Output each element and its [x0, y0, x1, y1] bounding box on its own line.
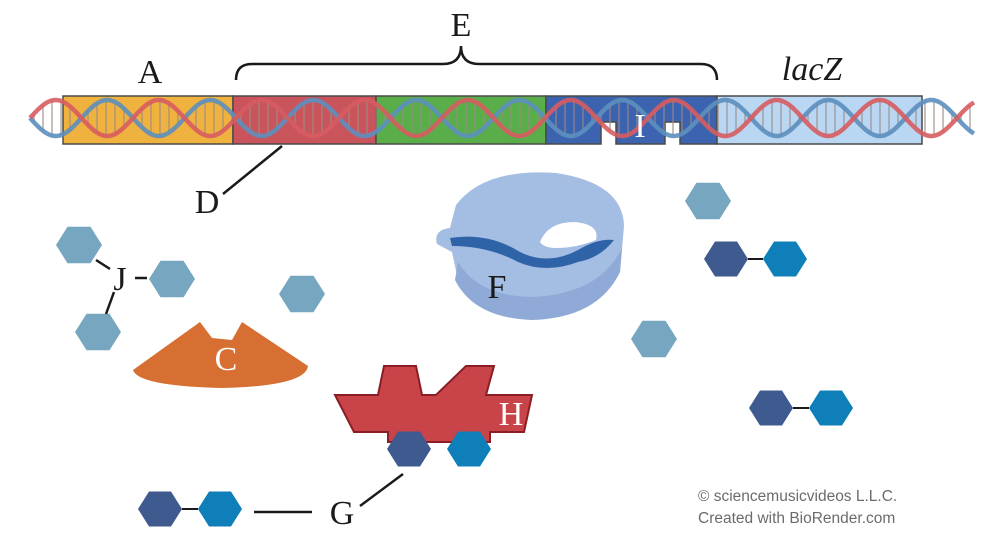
label-f: F — [488, 269, 507, 306]
monosaccharide-j-bottom-icon — [75, 313, 121, 351]
label-e: E — [451, 7, 472, 44]
monosaccharide-j-top-icon — [56, 226, 102, 264]
disaccharide-lower-right-hexagon-right-icon — [809, 390, 853, 426]
repressor-body — [436, 172, 624, 318]
label-g: G — [330, 495, 355, 532]
enzyme-h: H — [333, 365, 534, 443]
label-c: C — [215, 341, 238, 378]
disaccharide-upper-right-hexagon-left-icon — [704, 241, 748, 277]
monosaccharide-j-right-icon — [149, 260, 195, 298]
disaccharide-upper-right-hexagon-right-icon — [763, 241, 807, 277]
connector-j-bottom — [104, 291, 116, 315]
protein-c: C — [133, 322, 308, 388]
disaccharide-bottom-left-hexagon-right-icon — [198, 491, 242, 527]
label-j: J — [113, 261, 126, 298]
credit-line-1: © sciencemusicvideos L.L.C. — [698, 488, 897, 505]
helix-strand-blue — [28, 97, 976, 139]
repressor-groove — [450, 236, 614, 268]
monosaccharide-free-top-right-icon — [685, 182, 731, 220]
bound-sugar-h-left-icon — [387, 431, 431, 467]
protein-c-body — [133, 322, 308, 388]
enzyme-h-body — [333, 365, 534, 443]
label-h: H — [499, 396, 524, 433]
label-a: A — [138, 54, 163, 91]
pointer-d — [222, 145, 283, 195]
bound-sugar-h-right-icon — [447, 431, 491, 467]
monosaccharide-free-middle-right-icon — [631, 320, 677, 358]
disaccharide-bottom-left-hexagon-left-icon — [138, 491, 182, 527]
disaccharide-lower-right-hexagon-left-icon — [749, 390, 793, 426]
connector-j-top — [95, 258, 111, 271]
credit-line-2: Created with BioRender.com — [698, 510, 895, 527]
helix-strand-red — [28, 97, 976, 139]
sugar-molecules — [56, 182, 853, 527]
monosaccharide-free-left-icon — [279, 275, 325, 313]
bracket-e — [234, 45, 719, 81]
label-i: I — [634, 108, 645, 145]
label-lacz: lacZ — [782, 51, 844, 88]
double-helix-icon — [28, 97, 976, 139]
repressor-protein-f: F — [436, 172, 624, 320]
repressor-pocket — [540, 222, 597, 248]
connector-g-up — [359, 472, 404, 508]
label-d: D — [195, 184, 220, 221]
repressor-shadow — [455, 248, 622, 320]
